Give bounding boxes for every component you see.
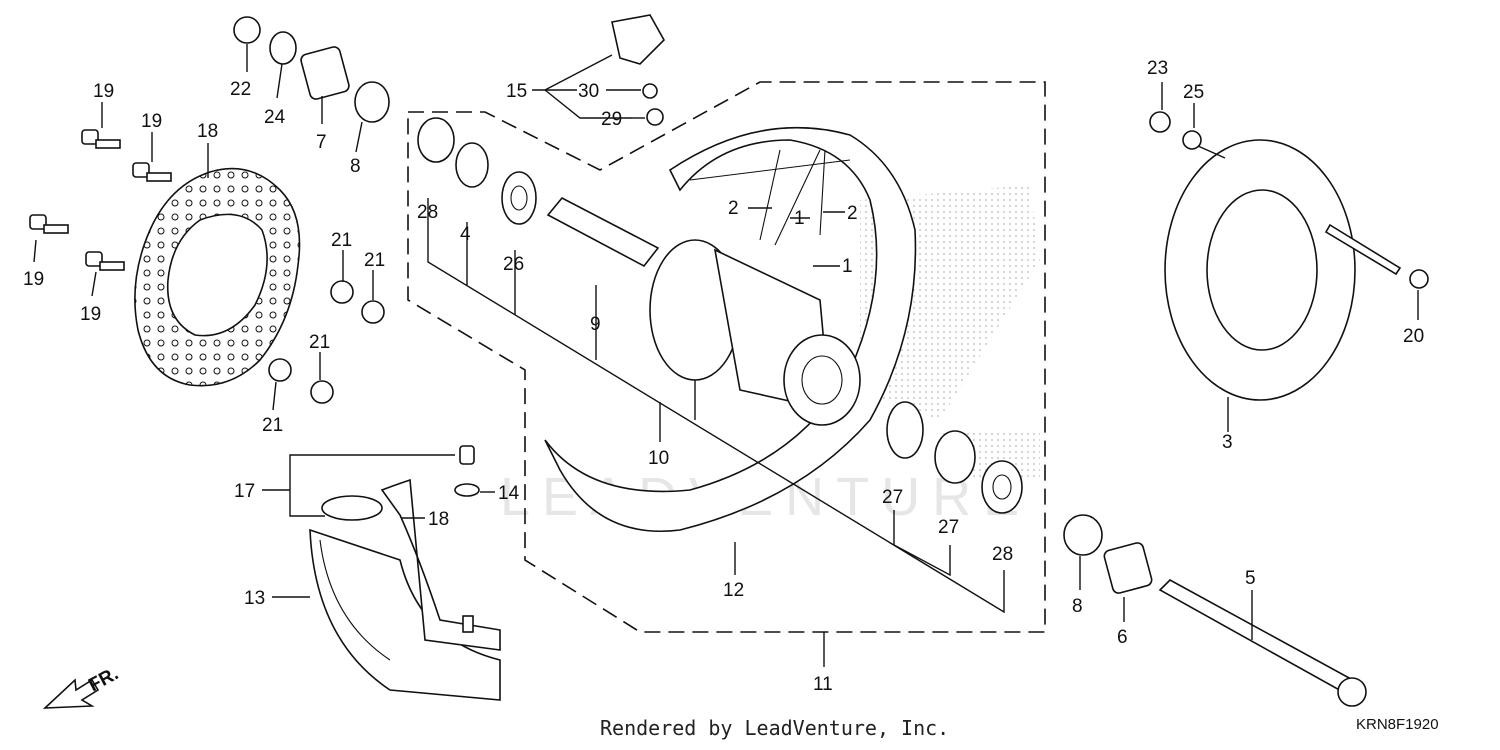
credit-line: Rendered by LeadVenture, Inc. [600,716,950,740]
callout: 17 [234,481,255,502]
hub-bearings-right [886,401,1023,514]
callout: 4 [460,224,471,245]
callout: 22 [230,79,251,100]
leader-lines [33,44,1419,667]
callout-labels: 19 19 19 19 18 22 24 7 8 21 21 21 21 28 … [23,58,1424,695]
callout: 27 [882,487,903,508]
callout: 20 [1403,326,1424,347]
callout: 26 [503,254,524,275]
hub-parts-left [417,117,660,268]
callout: 21 [262,415,283,436]
callout: 8 [1072,596,1083,617]
callout: 12 [723,580,744,601]
assembly-boundary [407,81,1046,633]
callout: 21 [309,332,330,353]
callout: 19 [93,81,114,102]
callout: 9 [590,314,601,335]
rim-lock [611,14,665,126]
callout: 8 [350,156,361,177]
disc-nuts [268,280,385,404]
callout: 18 [428,509,449,530]
callout: 10 [648,448,669,469]
callout: 2 [847,203,858,224]
callout: 1 [842,256,853,277]
callout: 29 [601,109,622,130]
callout: 5 [1245,568,1256,589]
callout: 30 [578,81,599,102]
callout: 25 [1183,82,1204,103]
callout: 1 [794,208,805,229]
brake-disc [134,167,301,387]
tube-valve [454,445,480,633]
callout: 15 [506,81,527,102]
callout: 11 [813,674,833,695]
rear-wheel [544,126,917,532]
tire-and-tube [309,478,501,701]
callout: 7 [316,132,327,153]
callout: 19 [80,304,101,325]
axle-side-hardware-right [1063,514,1367,707]
callout: 21 [331,230,352,251]
callout: 19 [23,269,44,290]
sprocket-hardware [1149,111,1429,289]
callout: 19 [141,111,162,132]
callout: 3 [1222,432,1233,453]
callout: 28 [417,202,438,223]
callout: 18 [197,121,218,142]
callout: 21 [364,250,385,271]
callout: 27 [938,517,959,538]
diagram-code: KRN8F1920 [1356,716,1439,733]
callout: 14 [498,483,520,504]
callout: 24 [264,107,286,128]
drive-sprocket [1164,139,1356,401]
callout: 13 [244,588,265,609]
axle-side-hardware-left [233,16,390,123]
callout: 23 [1147,58,1168,79]
disc-bolts [29,129,172,271]
callout: 6 [1117,627,1128,648]
callout: 28 [992,544,1013,565]
front-direction-arrow: FR. [42,663,122,709]
callout: 2 [728,198,739,219]
